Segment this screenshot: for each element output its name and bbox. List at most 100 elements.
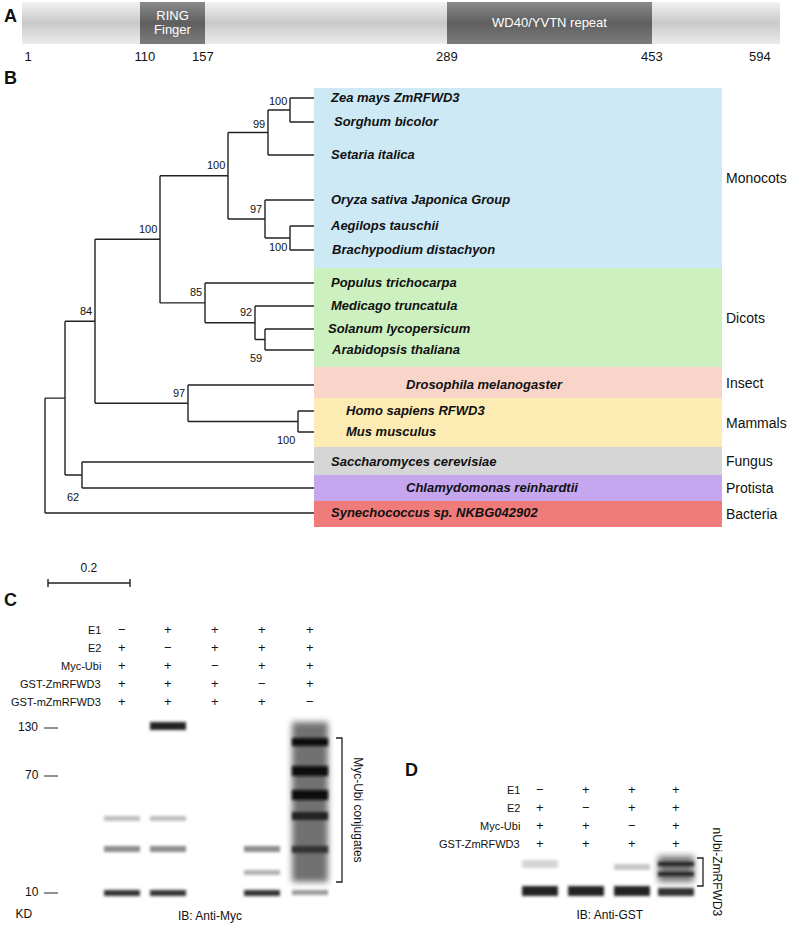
condition-sign: + <box>258 659 266 674</box>
protein-bar <box>22 2 780 44</box>
residue-number: 594 <box>749 50 771 65</box>
panel-letter: C <box>4 590 17 611</box>
clade-band: Homo sapiens RFWD3Mus musculusMammals <box>314 398 722 447</box>
species-name: Sorghum bicolor <box>334 115 438 130</box>
species-name: Solanum lycopersicum <box>328 322 470 337</box>
condition-sign: − <box>164 641 172 656</box>
clade-band: Populus trichocarpaMedicago truncatulaSo… <box>314 268 722 367</box>
blot-caption: IB: Anti-GST <box>577 909 644 923</box>
condition-sign: + <box>306 659 314 674</box>
row-label: GST-ZmRFWD3 <box>20 678 101 691</box>
bootstrap-value: 100 <box>207 159 225 172</box>
residue-number: 1 <box>25 50 32 65</box>
group-label: Monocots <box>726 170 787 186</box>
condition-sign: + <box>164 623 172 638</box>
western-blot <box>104 722 328 896</box>
group-label: Mammals <box>726 415 787 431</box>
condition-sign: + <box>164 659 172 674</box>
species-name: Saccharomyces cerevisiae <box>331 455 497 470</box>
condition-sign: + <box>211 623 219 638</box>
condition-sign: + <box>118 659 126 674</box>
row-label: E2 <box>88 642 101 655</box>
condition-sign: + <box>672 819 680 834</box>
bracket-label: Myc-Ubi conjugates <box>349 757 363 862</box>
bootstrap-value: 92 <box>240 306 252 319</box>
panel-letter: B <box>4 68 17 89</box>
condition-sign: + <box>628 801 636 816</box>
condition-sign: + <box>211 641 219 656</box>
condition-sign: + <box>258 695 266 710</box>
clade-band: Synechococcus sp. NKBG042902Bacteria <box>314 501 722 527</box>
bootstrap-value: 100 <box>139 223 157 236</box>
condition-sign: + <box>258 641 266 656</box>
marker-unit: KD <box>16 908 33 922</box>
species-name: Synechococcus sp. NKBG042902 <box>331 506 538 521</box>
bracket-label: nUbi-ZmRFWD3 <box>709 828 723 917</box>
domain-name: WD40/YVTN repeat <box>492 16 607 30</box>
row-label: E1 <box>88 624 101 637</box>
condition-sign: + <box>672 801 680 816</box>
marker-size: 10 <box>25 886 38 900</box>
residue-number: 289 <box>436 50 458 65</box>
scale-value: 0.2 <box>81 562 98 576</box>
condition-sign: + <box>164 695 172 710</box>
species-name: Aegilops tauschii <box>331 219 439 234</box>
western-blot <box>522 856 694 896</box>
residue-number: 157 <box>192 50 214 65</box>
species-name: Setaria italica <box>331 148 415 163</box>
species-name: Medicago truncatula <box>331 299 457 314</box>
condition-sign: + <box>306 641 314 656</box>
condition-sign: + <box>582 783 590 798</box>
condition-sign: + <box>258 623 266 638</box>
condition-sign: + <box>164 677 172 692</box>
clade-band: Drosophila melanogasterInsect <box>314 367 722 398</box>
group-label: Insect <box>726 375 763 391</box>
residue-number: 110 <box>135 50 156 65</box>
residue-number: 453 <box>641 50 663 65</box>
row-label: GST-mZmRFWD3 <box>11 696 101 709</box>
species-name: Brachypodium distachyon <box>332 243 495 258</box>
domain-name: RING Finger <box>144 9 201 38</box>
condition-sign: + <box>306 623 314 638</box>
condition-sign: + <box>536 837 544 852</box>
condition-sign: + <box>672 783 680 798</box>
condition-sign: + <box>582 819 590 834</box>
condition-sign: − <box>211 659 219 674</box>
bootstrap-value: 62 <box>67 491 79 504</box>
species-name: Arabidopsis thaliana <box>332 343 460 358</box>
condition-sign: − <box>118 623 126 638</box>
condition-sign: + <box>582 837 590 852</box>
condition-sign: + <box>536 819 544 834</box>
species-name: Populus trichocarpa <box>331 276 457 291</box>
bootstrap-value: 97 <box>173 387 185 400</box>
bootstrap-value: 100 <box>269 241 287 254</box>
condition-sign: − <box>306 695 314 710</box>
bootstrap-value: 100 <box>269 95 287 108</box>
clade-band: Saccharomyces cerevisiaeFungus <box>314 447 722 475</box>
panel-letter: D <box>405 760 418 781</box>
blot-caption: IB: Anti-Myc <box>178 910 242 924</box>
condition-sign: + <box>211 695 219 710</box>
row-label: GST-ZmRFWD3 <box>439 838 520 851</box>
condition-sign: + <box>536 801 544 816</box>
condition-sign: − <box>628 819 636 834</box>
bracket <box>336 738 342 882</box>
species-name: Zea mays ZmRFWD3 <box>331 91 460 106</box>
species-name: Chlamydomonas reinhardtii <box>406 481 578 496</box>
group-label: Dicots <box>726 310 765 326</box>
bootstrap-value: 85 <box>190 286 202 299</box>
group-label: Bacteria <box>726 506 777 522</box>
clade-band: Chlamydomonas reinhardtiiProtista <box>314 475 722 501</box>
condition-sign: − <box>258 677 266 692</box>
species-name: Mus musculus <box>346 425 436 440</box>
bootstrap-value: 59 <box>250 352 262 365</box>
condition-sign: − <box>582 801 590 816</box>
row-label: E1 <box>507 784 520 797</box>
panel-letter: A <box>4 6 17 27</box>
species-name: Drosophila melanogaster <box>406 378 562 393</box>
clade-band: Zea mays ZmRFWD3Sorghum bicolorSetaria i… <box>314 88 722 268</box>
condition-sign: + <box>672 837 680 852</box>
marker-size: 130 <box>18 721 38 735</box>
group-label: Protista <box>726 480 773 496</box>
